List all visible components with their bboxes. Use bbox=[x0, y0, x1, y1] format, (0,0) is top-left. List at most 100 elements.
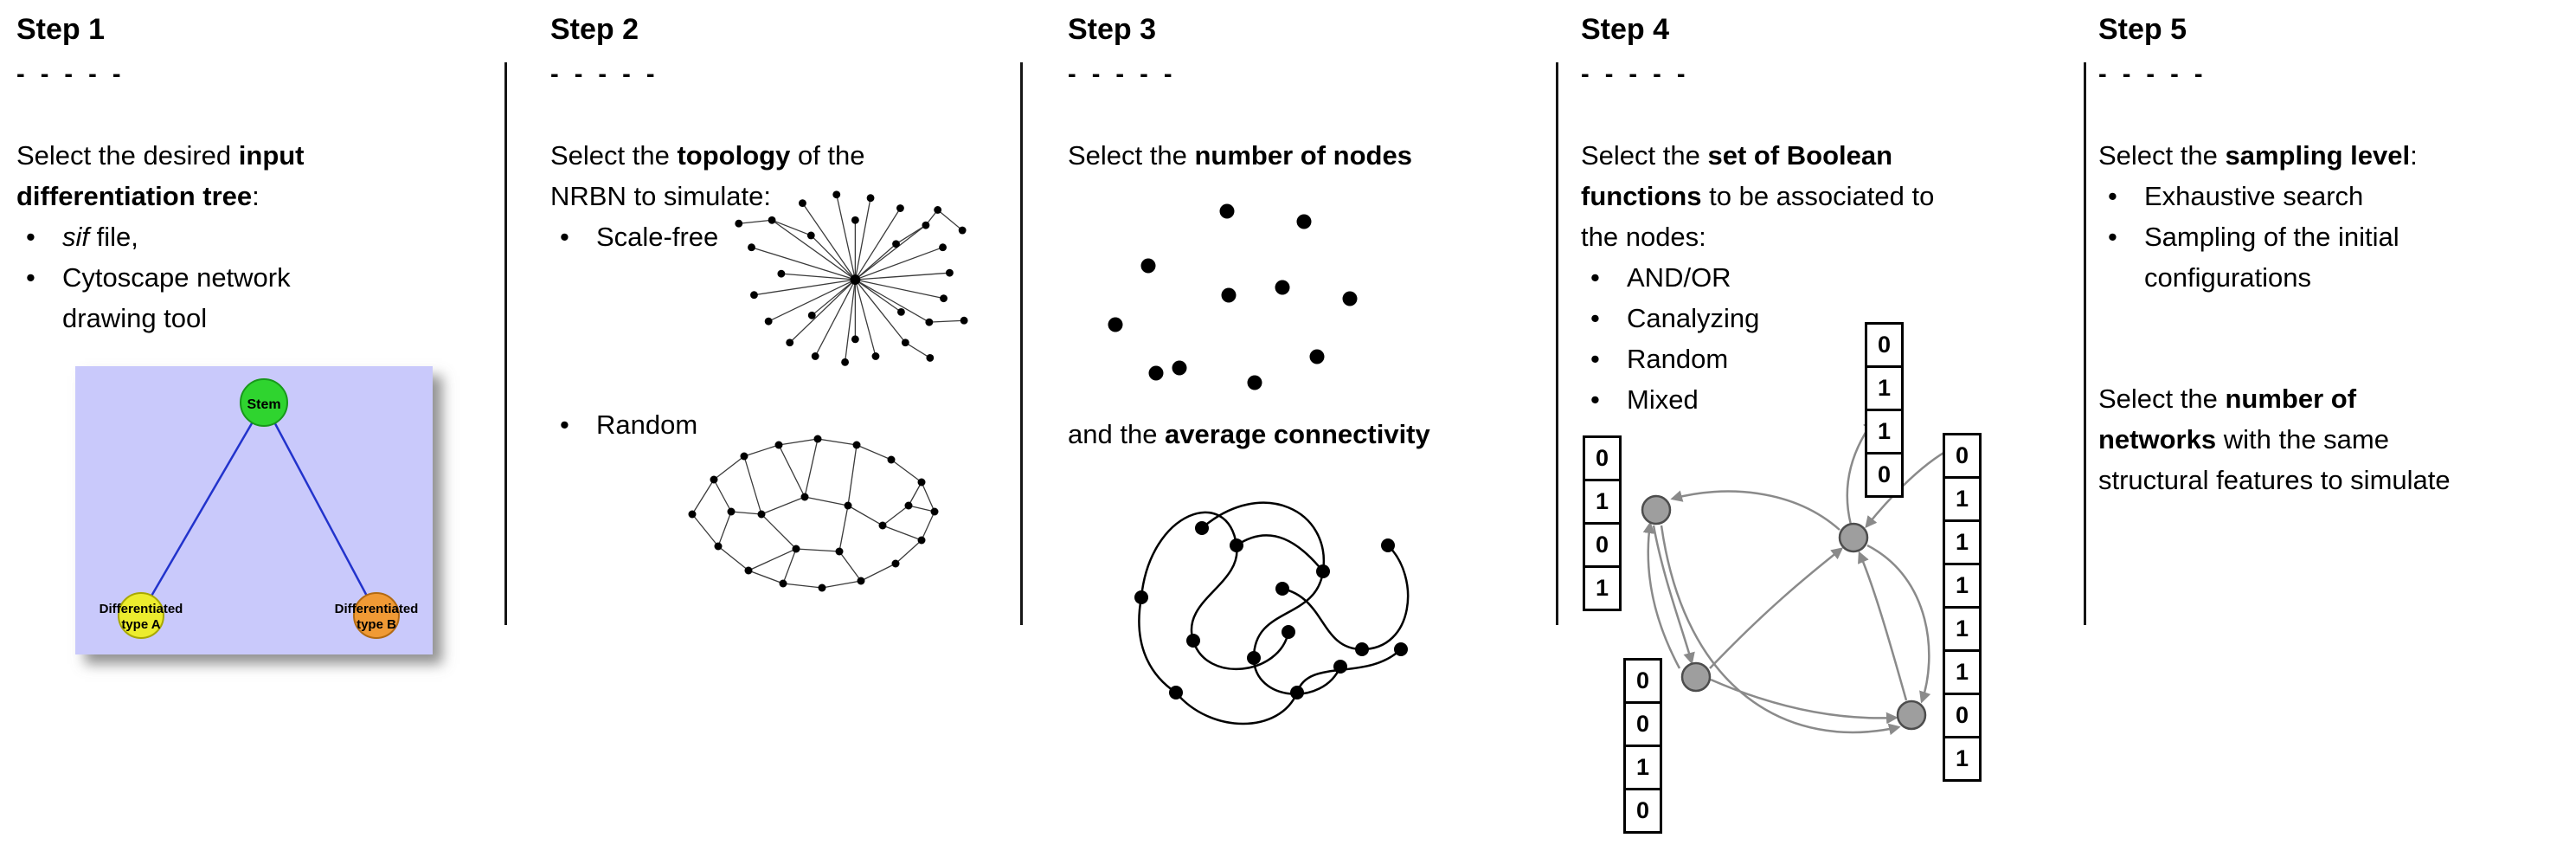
bullet-dot: • bbox=[560, 409, 569, 440]
cytoscape-line1: Cytoscape network bbox=[62, 262, 291, 293]
truth-table-cell: 0 bbox=[1943, 693, 1982, 738]
step4-bullet-list: • AND/OR • Canalyzing • Random •Mixed bbox=[1581, 257, 2001, 420]
truth-table-cell: 1 bbox=[1623, 745, 1662, 790]
truth-table-cell: 1 bbox=[1943, 476, 1982, 522]
bullet-dot: • bbox=[1590, 303, 1600, 333]
step5-intro: Select the sampling level: bbox=[2098, 135, 2518, 176]
step3-intro: Select the number of nodes bbox=[1068, 135, 1535, 176]
truth-table-cell: 0 bbox=[1623, 701, 1662, 747]
step3-intro-bold: number of nodes bbox=[1194, 140, 1412, 171]
truth-table-top: 0 1 1 0 bbox=[1865, 322, 1904, 498]
bullet-dot: • bbox=[1590, 262, 1600, 293]
bullet-mixed: •Mixed bbox=[1581, 379, 2001, 420]
truth-table-cell: 0 bbox=[1865, 452, 1904, 498]
truth-table-cell: 1 bbox=[1943, 519, 1982, 565]
truth-table-cell: 1 bbox=[1583, 479, 1622, 525]
column-divider-2 bbox=[1020, 62, 1023, 625]
network-node-d bbox=[1896, 699, 1927, 731]
step2-bullet-list: • Scale-free • Random bbox=[550, 216, 922, 445]
network-node-b bbox=[1838, 522, 1869, 553]
column-divider-4 bbox=[2084, 62, 2086, 625]
truth-table-cell: 1 bbox=[1865, 365, 1904, 411]
bullet-dot: • bbox=[2108, 181, 2117, 211]
sampling-line2: configurations bbox=[2144, 262, 2312, 293]
step1-column: Step 1 - - - - - Select the desired inpu… bbox=[16, 0, 433, 654]
step5-intro-bold: sampling level bbox=[2225, 140, 2411, 171]
truth-table-cell: 1 bbox=[1583, 565, 1622, 611]
random-fn-label: Random bbox=[1627, 344, 1729, 374]
truth-table-cell: 0 bbox=[1623, 788, 1662, 834]
type-b-label-line2: type B bbox=[357, 617, 396, 632]
step1-intro-bold: input bbox=[238, 140, 305, 171]
step1-title: Step 1 bbox=[16, 13, 106, 46]
column-divider-1 bbox=[504, 62, 507, 625]
truth-table-right: 0 1 1 1 1 1 0 1 bbox=[1943, 433, 1982, 782]
step5-bullet-list: • Exhaustive search • Sampling of the in… bbox=[2098, 176, 2518, 298]
random-network-graphic bbox=[671, 415, 950, 613]
step5-column: Step 5 - - - - - Select the sampling lev… bbox=[2098, 0, 2518, 500]
truth-table-cell: 0 bbox=[1583, 522, 1622, 568]
step4-title: Step 4 bbox=[1581, 13, 1670, 46]
sif-italic: sif bbox=[62, 222, 89, 252]
bullet-dot: • bbox=[26, 222, 35, 252]
bullet-random: • Random bbox=[550, 404, 922, 445]
type-a-label-line2: type A bbox=[121, 617, 160, 632]
step2-intro-bold: topology bbox=[677, 140, 791, 171]
truth-table-left: 0 1 0 1 bbox=[1583, 435, 1622, 611]
step2-title: Step 2 bbox=[550, 13, 639, 46]
truth-table-cell: 0 bbox=[1623, 658, 1662, 704]
truth-table-bottom: 0 0 1 0 bbox=[1623, 658, 1662, 834]
stem-label: Stem bbox=[247, 397, 280, 412]
step3-column: Step 3 - - - - - Select the number of no… bbox=[1068, 0, 1535, 725]
connectivity-network-graphic bbox=[1120, 472, 1438, 745]
bullet-exhaustive: • Exhaustive search bbox=[2098, 176, 2518, 216]
step5-intro-text: Select the bbox=[2098, 140, 2226, 171]
bullet-random-fn: • Random bbox=[1581, 338, 2001, 379]
step5-dashes: - - - - - bbox=[2098, 61, 2207, 88]
bullet-dot: • bbox=[1590, 344, 1600, 374]
tree-edge-a bbox=[139, 402, 266, 615]
tree-edge-b bbox=[262, 402, 378, 615]
mixed-label: Mixed bbox=[1627, 384, 1699, 415]
step4-column: Step 4 - - - - - Select the set of Boole… bbox=[1581, 0, 2001, 834]
canalyzing-label: Canalyzing bbox=[1627, 303, 1760, 333]
step3-dashes: - - - - - bbox=[1068, 61, 1177, 88]
truth-table-cell: 1 bbox=[1943, 649, 1982, 695]
step5-second-text: Select the bbox=[2098, 384, 2226, 414]
and-or-label: AND/OR bbox=[1627, 262, 1731, 293]
scattered-nodes-graphic bbox=[1107, 184, 1375, 404]
step1-intro-colon: : bbox=[252, 181, 260, 211]
step5-second-bold1: number of bbox=[2225, 384, 2357, 414]
step1-intro-text: Select the desired bbox=[16, 140, 239, 171]
type-b-label-line1: Differentiated bbox=[335, 602, 419, 616]
type-a-node bbox=[118, 592, 164, 639]
stem-node bbox=[240, 378, 288, 427]
step5-title: Step 5 bbox=[2098, 13, 2187, 46]
step4-dashes: - - - - - bbox=[1581, 61, 1690, 88]
truth-table-cell: 0 bbox=[1943, 433, 1982, 479]
bullet-scale-free: • Scale-free bbox=[550, 216, 922, 257]
bullet-dot: • bbox=[2108, 222, 2117, 252]
network-node-a bbox=[1641, 494, 1672, 525]
step2-intro-text: Select the bbox=[550, 140, 678, 171]
bullet-canalyzing: • Canalyzing bbox=[1581, 298, 2001, 338]
scale-free-label: Scale-free bbox=[596, 222, 719, 252]
step5-second-bold2: networks bbox=[2098, 424, 2217, 455]
step4-intro-text: Select the bbox=[1581, 140, 1708, 171]
step4-intro-bold1: set of Boolean bbox=[1707, 140, 1893, 171]
type-a-label-line1: Differentiated bbox=[100, 602, 183, 616]
truth-table-cell: 1 bbox=[1943, 736, 1982, 782]
step2-intro-text2: of the bbox=[790, 140, 865, 171]
step2-column: Step 2 - - - - - Select the topology of … bbox=[550, 0, 968, 592]
connectivity-text: and the bbox=[1068, 419, 1166, 449]
step1-dashes: - - - - - bbox=[16, 61, 125, 88]
bullet-dot: • bbox=[560, 222, 569, 252]
